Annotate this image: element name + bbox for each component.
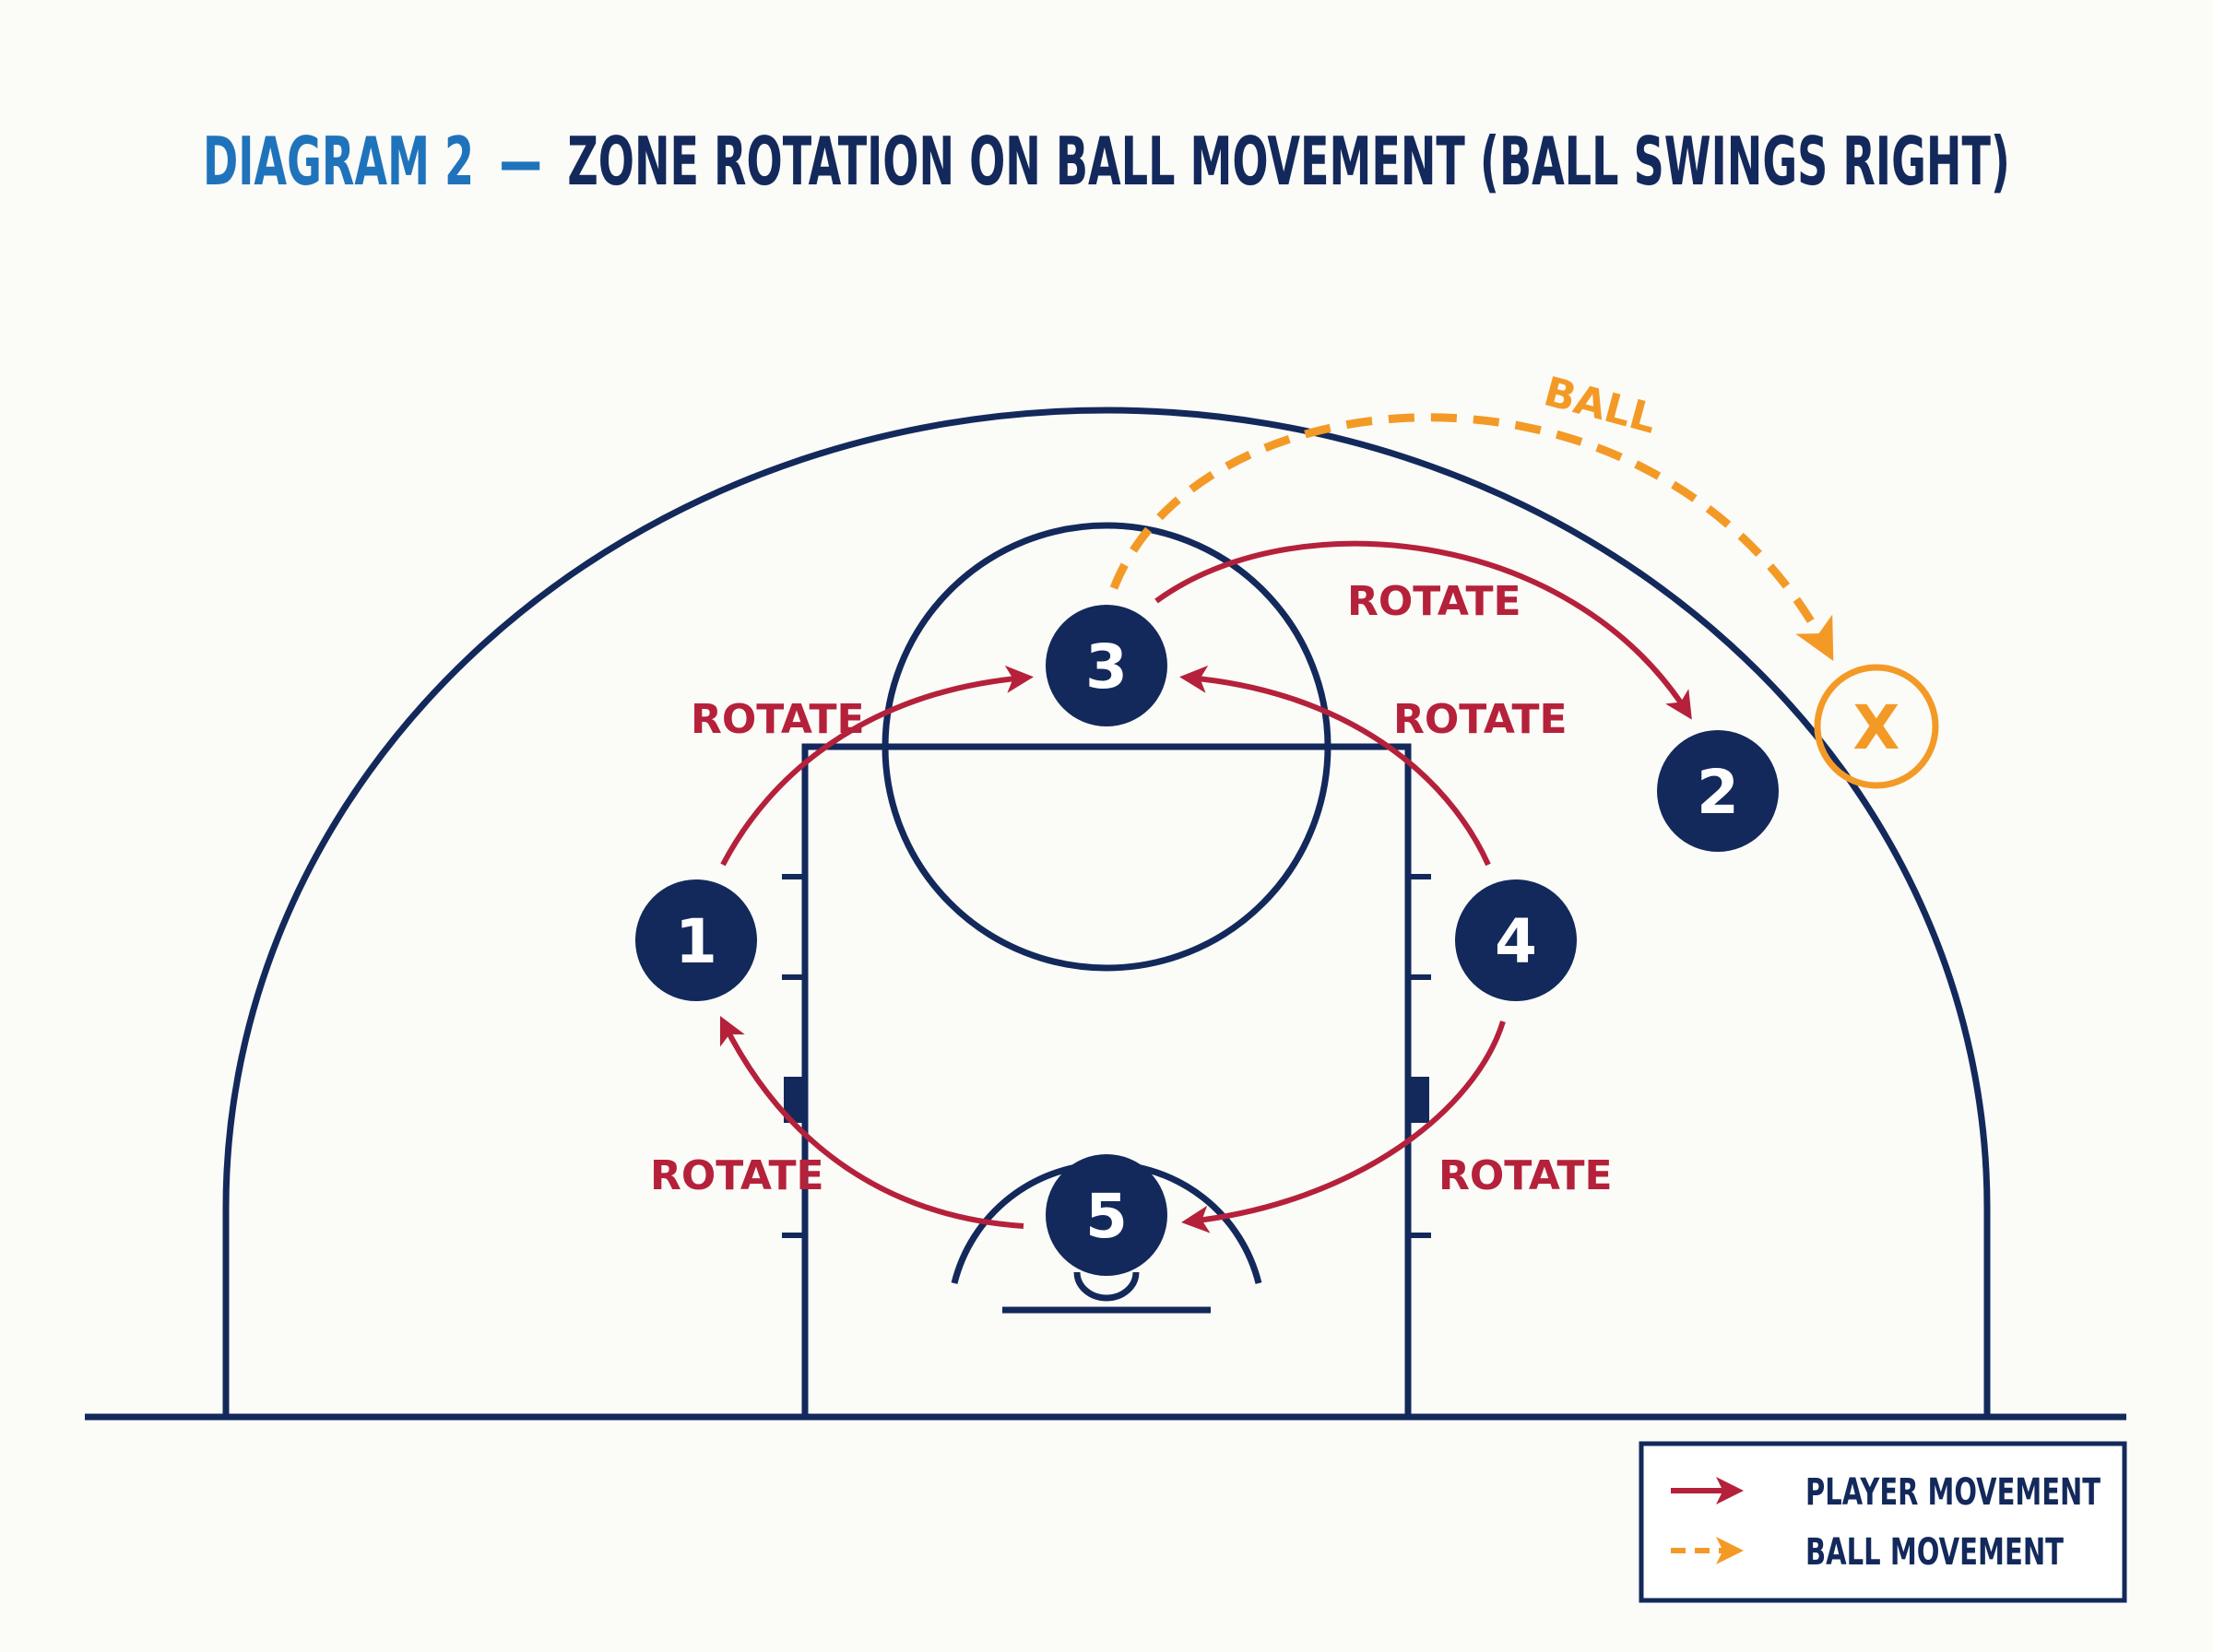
rotate-label-bottom-right: ROTATE [1438, 1152, 1613, 1199]
rotate-label-top-left: ROTATE [691, 696, 865, 743]
player-4-label: 4 [1495, 906, 1537, 977]
rim [1073, 1271, 1140, 1302]
free-throw-circle [882, 522, 1331, 972]
lane [801, 743, 1412, 1417]
rotate-label-bottom-left: ROTATE [650, 1152, 824, 1199]
rotate-label-top-right: ROTATE [1347, 578, 1521, 625]
rotate-arrow-1-to-3 [720, 665, 1034, 867]
rotate-arrow-4-to-5 [1181, 1021, 1506, 1233]
diagram-title: DIAGRAM 2 — ZONE ROTATION ON BALL MOVEME… [203, 123, 2010, 200]
rotate-arrow-5-to-1 [719, 1015, 1024, 1229]
legend-player-movement: PLAYER MOVEMENT [1805, 1471, 2101, 1514]
rotate-arrow-3-to-2 [1154, 540, 1692, 720]
title-prefix: DIAGRAM 2 [203, 123, 474, 200]
ball-handler-marker: X [1853, 692, 1900, 763]
players: 1 2 3 4 5 [635, 605, 1779, 1276]
rotate-label-right: ROTATE [1393, 696, 1568, 743]
legend-box [1639, 1441, 2127, 1603]
ball-label: BALL [1539, 368, 1662, 442]
player-5: 5 [1046, 1154, 1167, 1276]
left-block [784, 1077, 805, 1123]
player-1-label: 1 [675, 906, 717, 977]
player-4: 4 [1455, 879, 1577, 1001]
legend: PLAYER MOVEMENT BALL MOVEMENT [1639, 1441, 2127, 1603]
legend-ball-movement: BALL MOVEMENT [1805, 1531, 2065, 1574]
player-1: 1 [635, 879, 757, 1001]
ball-handler: X [1814, 664, 1939, 789]
player-3-label: 3 [1085, 631, 1128, 702]
player-movement-arrows [719, 540, 1692, 1233]
lane-hash-marks [782, 874, 1431, 1238]
rotate-labels: ROTATE ROTATE ROTATE ROTATE ROTATE [650, 578, 1613, 1199]
player-3: 3 [1046, 605, 1167, 726]
title-main: ZONE ROTATION ON BALL MOVEMENT (BALL SWI… [567, 123, 2010, 200]
right-block [1408, 1077, 1429, 1123]
half-court [85, 407, 2126, 1421]
ball-handler-circle [1814, 664, 1939, 789]
player-2-label: 2 [1697, 757, 1739, 828]
player-5-label: 5 [1085, 1181, 1128, 1252]
three-point-line [222, 407, 1991, 1417]
rotate-arrow-4-to-3 [1179, 665, 1491, 867]
ball-pass-arrow [1109, 413, 1834, 661]
player-2: 2 [1657, 730, 1779, 852]
title-dash: — [500, 123, 542, 200]
